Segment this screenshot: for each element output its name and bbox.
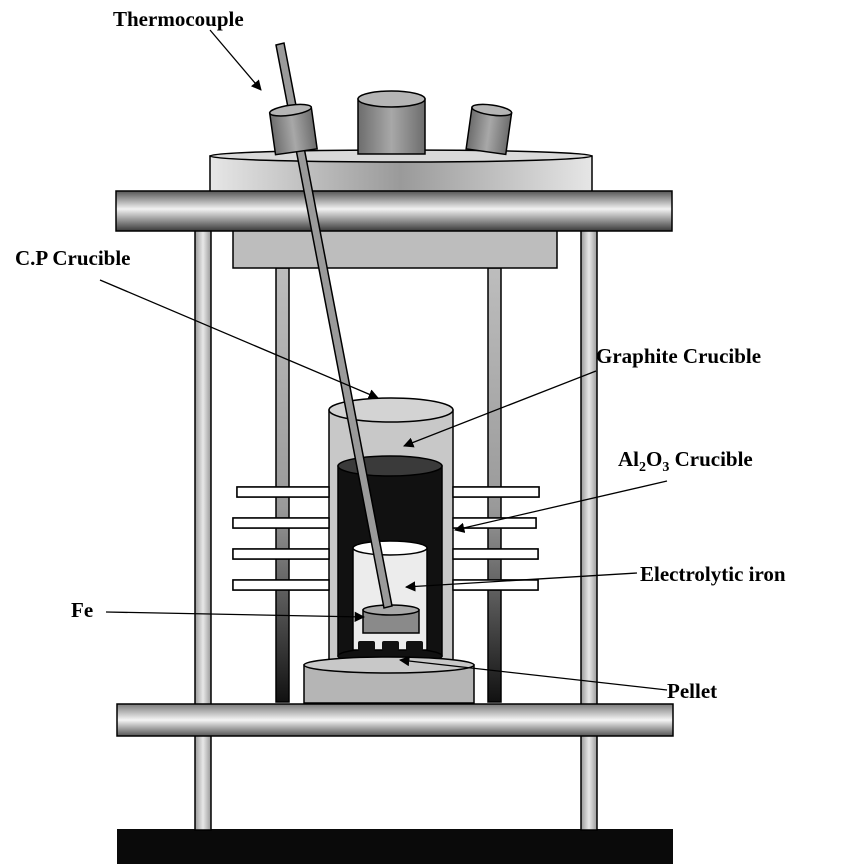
electrolytic-iron-leader [404,572,638,592]
thermocouple-rod [275,42,393,609]
base-block [117,829,673,864]
inner-rod-right [487,267,502,703]
electrolytic-iron-blocks [358,641,423,651]
graphite-crucible-label: Graphite Crucible [596,344,761,368]
al2o3-crucible-leader [453,480,668,533]
graphite-crucible-top [337,455,443,477]
leader-lines [99,29,668,691]
lower-bar [116,703,674,737]
heater-coil-fronts [232,486,540,591]
al2o3-crucible-label: Al2O3 Crucible [618,447,753,475]
upper-block [232,229,558,269]
graphite-crucible-leader [403,370,597,448]
thermocouple-collar [268,103,318,156]
right-cap [465,103,513,156]
thermocouple-label: Thermocouple [113,7,244,31]
support-rod-left [194,229,212,831]
al2o3-rest: Crucible [669,447,752,471]
fe-label: Fe [71,598,93,622]
pellet-leader [398,655,668,691]
cp-crucible-label: C.P Crucible [15,246,131,270]
al2o3-sub2: 2 [639,460,646,475]
cp-crucible-top [328,397,454,423]
al2o3-al: Al [618,447,639,471]
inner-rod-left [275,267,290,703]
support-rod-right [580,229,598,831]
al2o3-o: O [646,447,662,471]
cp-crucible-leader [99,279,379,400]
thermocouple-leader [209,29,262,91]
al2o3-sub3: 3 [662,460,669,475]
al2o3-crucible-top [352,540,428,556]
fe-leader [105,611,366,623]
pellet-label: Pellet [667,679,717,703]
electrolytic-iron-label: Electrolytic iron [640,562,786,586]
center-cap-top [357,90,426,108]
pellet-base-top [303,656,475,674]
upper-bar [115,190,673,232]
